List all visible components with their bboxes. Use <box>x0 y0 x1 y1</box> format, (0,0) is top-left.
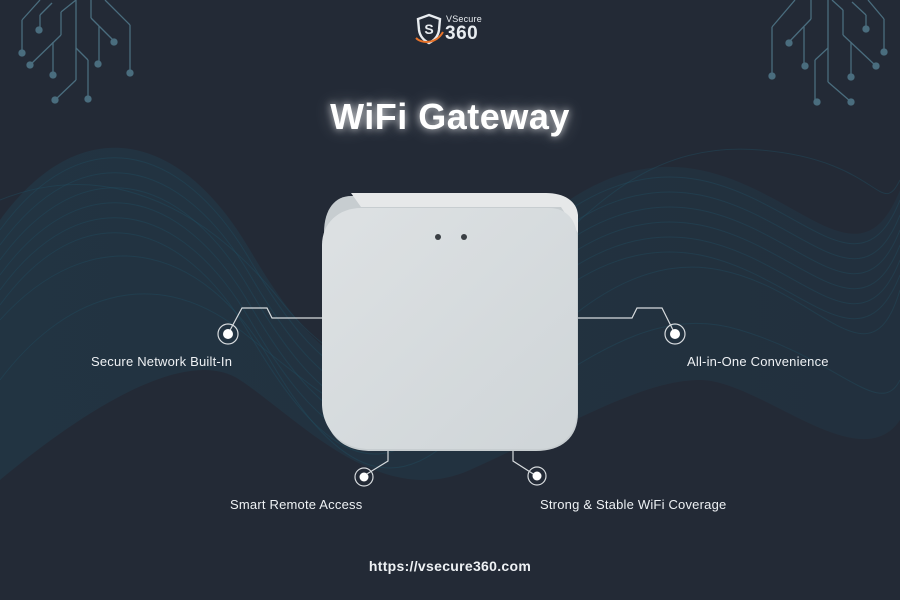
page-title: WiFi Gateway <box>330 96 570 137</box>
feature-smart-remote: Smart Remote Access <box>230 497 363 512</box>
circuit-right-icon <box>768 0 888 106</box>
callout-dots <box>217 323 686 487</box>
connector-right <box>578 307 676 335</box>
connector-left <box>227 307 322 335</box>
indicator-light-2 <box>461 234 467 240</box>
shield-s-icon: S <box>415 13 444 45</box>
brand-name-number: 360 <box>445 23 479 44</box>
circuit-left-icon <box>18 0 134 104</box>
svg-text:S: S <box>424 21 433 37</box>
website-link[interactable]: https://vsecure360.com <box>368 558 532 574</box>
feature-secure-network: Secure Network Built-In <box>91 354 233 369</box>
vsecure360-logo[interactable]: S VSecure 360 <box>414 12 490 48</box>
feature-wifi-coverage: Strong & Stable WiFi Coverage <box>540 497 727 512</box>
feature-all-in-one: All-in-One Convenience <box>687 354 829 369</box>
wifi-gateway-device-image <box>322 193 578 451</box>
brand-name-top: VSecure <box>446 14 482 24</box>
indicator-light-1 <box>435 234 441 240</box>
